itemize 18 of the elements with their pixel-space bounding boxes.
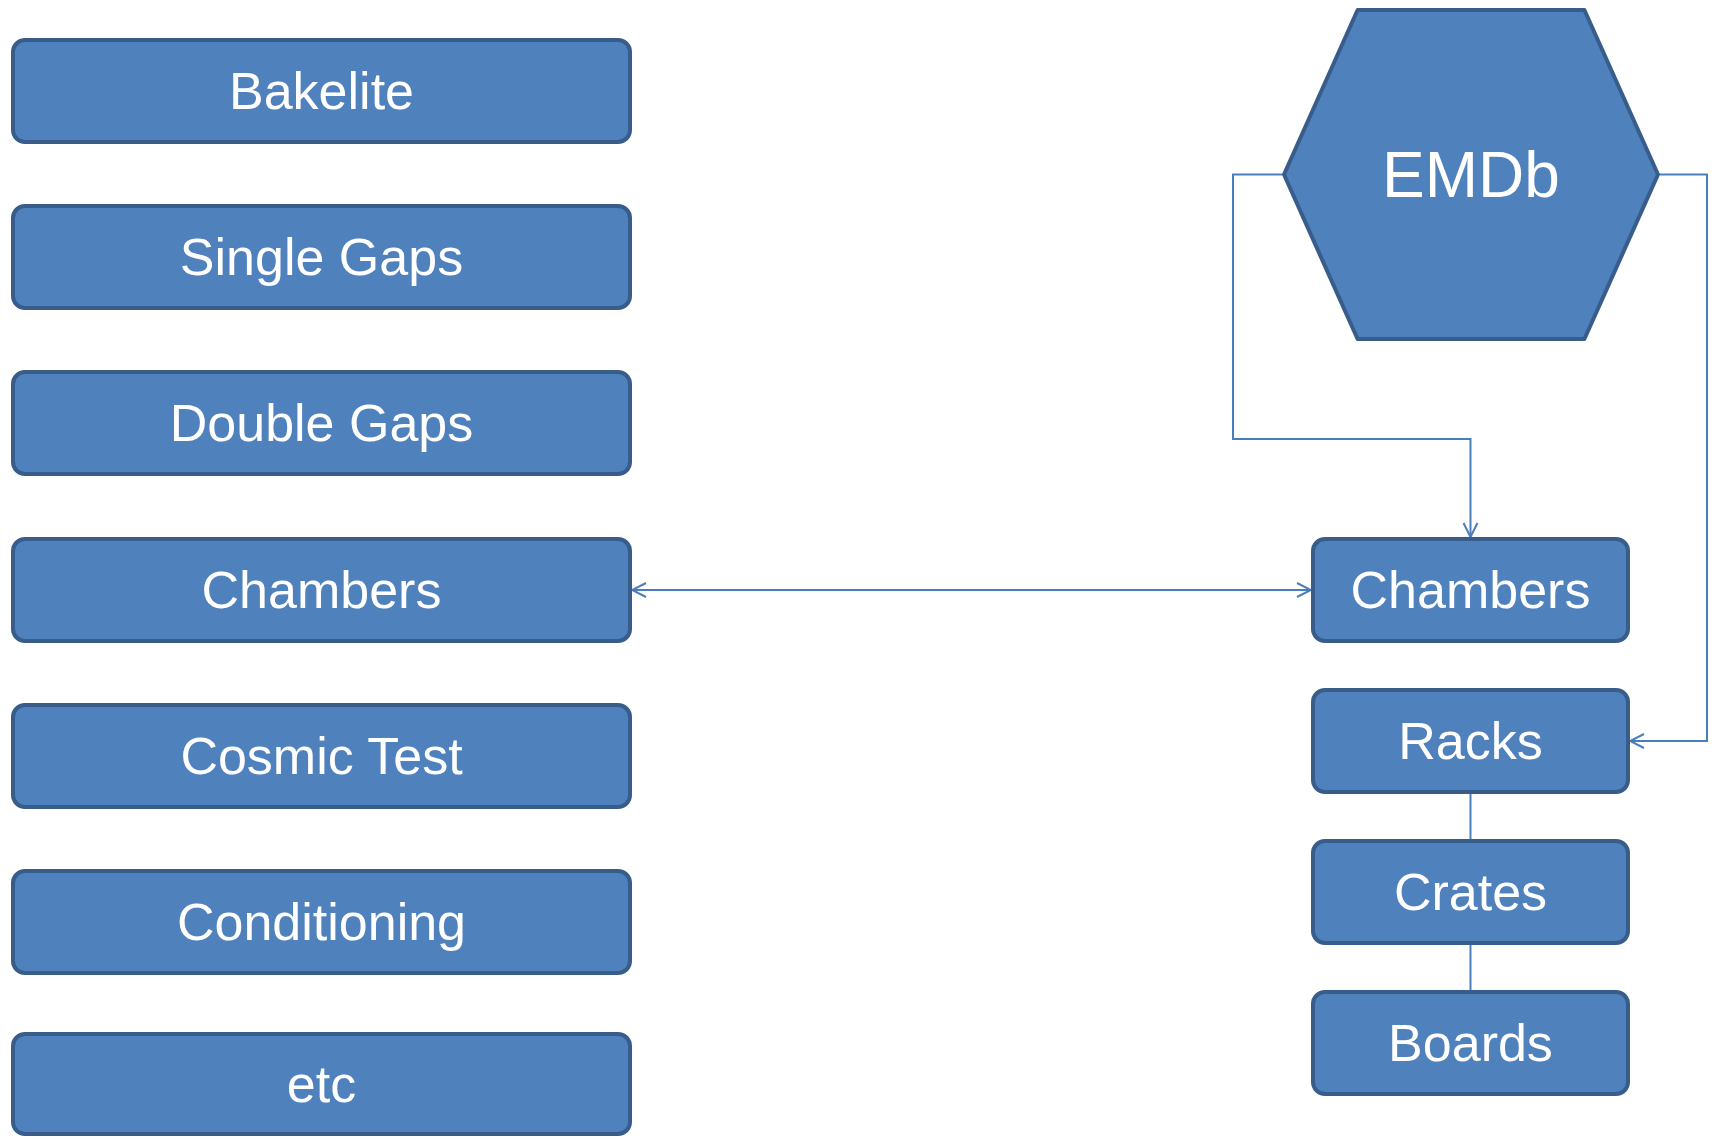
process-box: Conditioning [11,869,632,975]
process-box: Boards [1311,990,1630,1096]
process-box: Single Gaps [11,204,632,310]
connector-line [1469,793,1472,840]
arrow [1629,173,1708,749]
node-label: EMDb [1382,142,1560,207]
process-box: Cosmic Test [11,703,632,809]
process-box: etc [11,1032,632,1136]
process-box: Double Gaps [11,370,632,476]
process-box: Chambers [1311,537,1630,643]
process-box: Bakelite [11,38,632,144]
arrow [1232,173,1479,538]
process-box: Chambers [11,537,632,643]
hexagon-node [1282,8,1660,341]
arrow [631,582,1312,598]
process-box: Racks [1311,688,1630,794]
connector-line [1469,944,1472,991]
process-box: Crates [1311,839,1630,945]
